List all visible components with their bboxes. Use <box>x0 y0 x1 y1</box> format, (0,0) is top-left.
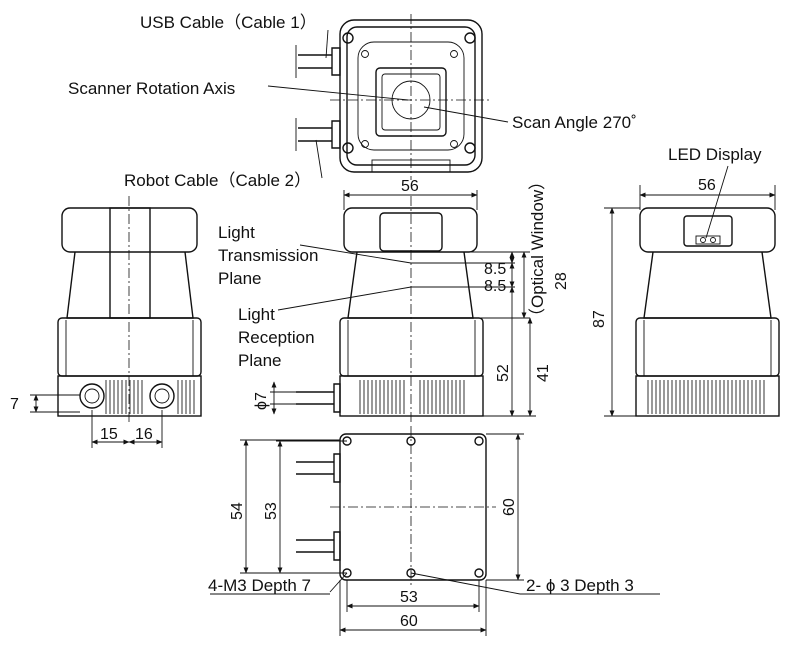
top-view <box>295 14 490 180</box>
optical-window-label: （Optical Window） <box>528 173 547 325</box>
dim-spacing-left: 15 <box>100 426 118 443</box>
front-view <box>296 196 515 424</box>
light-recv-2: Reception <box>238 328 315 347</box>
bottom-view <box>296 426 496 588</box>
scan-angle-label: Scan Angle 270˚ <box>512 113 637 132</box>
mount-holes-label: 4-M3 Depth 7 <box>208 576 311 595</box>
dim-side-width: 56 <box>698 177 716 194</box>
left-view <box>57 196 202 424</box>
dim-cable-dia: ϕ7 <box>253 392 270 410</box>
light-recv-1: Light <box>238 305 275 324</box>
dim-body-52: 52 <box>495 364 512 382</box>
dim-window-height: 28 <box>553 272 570 290</box>
dim-bottom-60-v: 60 <box>501 498 518 516</box>
dim-connector-height: 7 <box>10 396 19 413</box>
light-trans-1: Light <box>218 223 255 242</box>
dim-front-width: 56 <box>401 178 419 195</box>
dim-bottom-54: 54 <box>229 502 246 520</box>
robot-cable-label: Robot Cable（Cable 2） <box>124 171 311 190</box>
usb-cable-label: USB Cable（Cable 1） <box>140 13 317 32</box>
dim-trans-offset: 8.5 <box>484 261 506 278</box>
light-trans-2: Transmission <box>218 246 318 265</box>
rotation-axis-label: Scanner Rotation Axis <box>68 79 235 98</box>
light-trans-3: Plane <box>218 269 261 288</box>
dim-body-41: 41 <box>535 364 552 382</box>
dim-bottom-53-h: 53 <box>400 589 418 606</box>
dim-bottom-53-v: 53 <box>263 502 280 520</box>
dim-bottom-60-h: 60 <box>400 613 418 630</box>
pin-holes-label: 2- ϕ 3 Depth 3 <box>526 576 634 595</box>
dim-recv-offset: 8.5 <box>484 278 506 295</box>
led-display-label: LED Display <box>668 145 762 164</box>
dim-side-height: 87 <box>591 310 608 328</box>
side-view <box>635 207 780 417</box>
light-recv-3: Plane <box>238 351 281 370</box>
dim-spacing-right: 16 <box>135 426 153 443</box>
